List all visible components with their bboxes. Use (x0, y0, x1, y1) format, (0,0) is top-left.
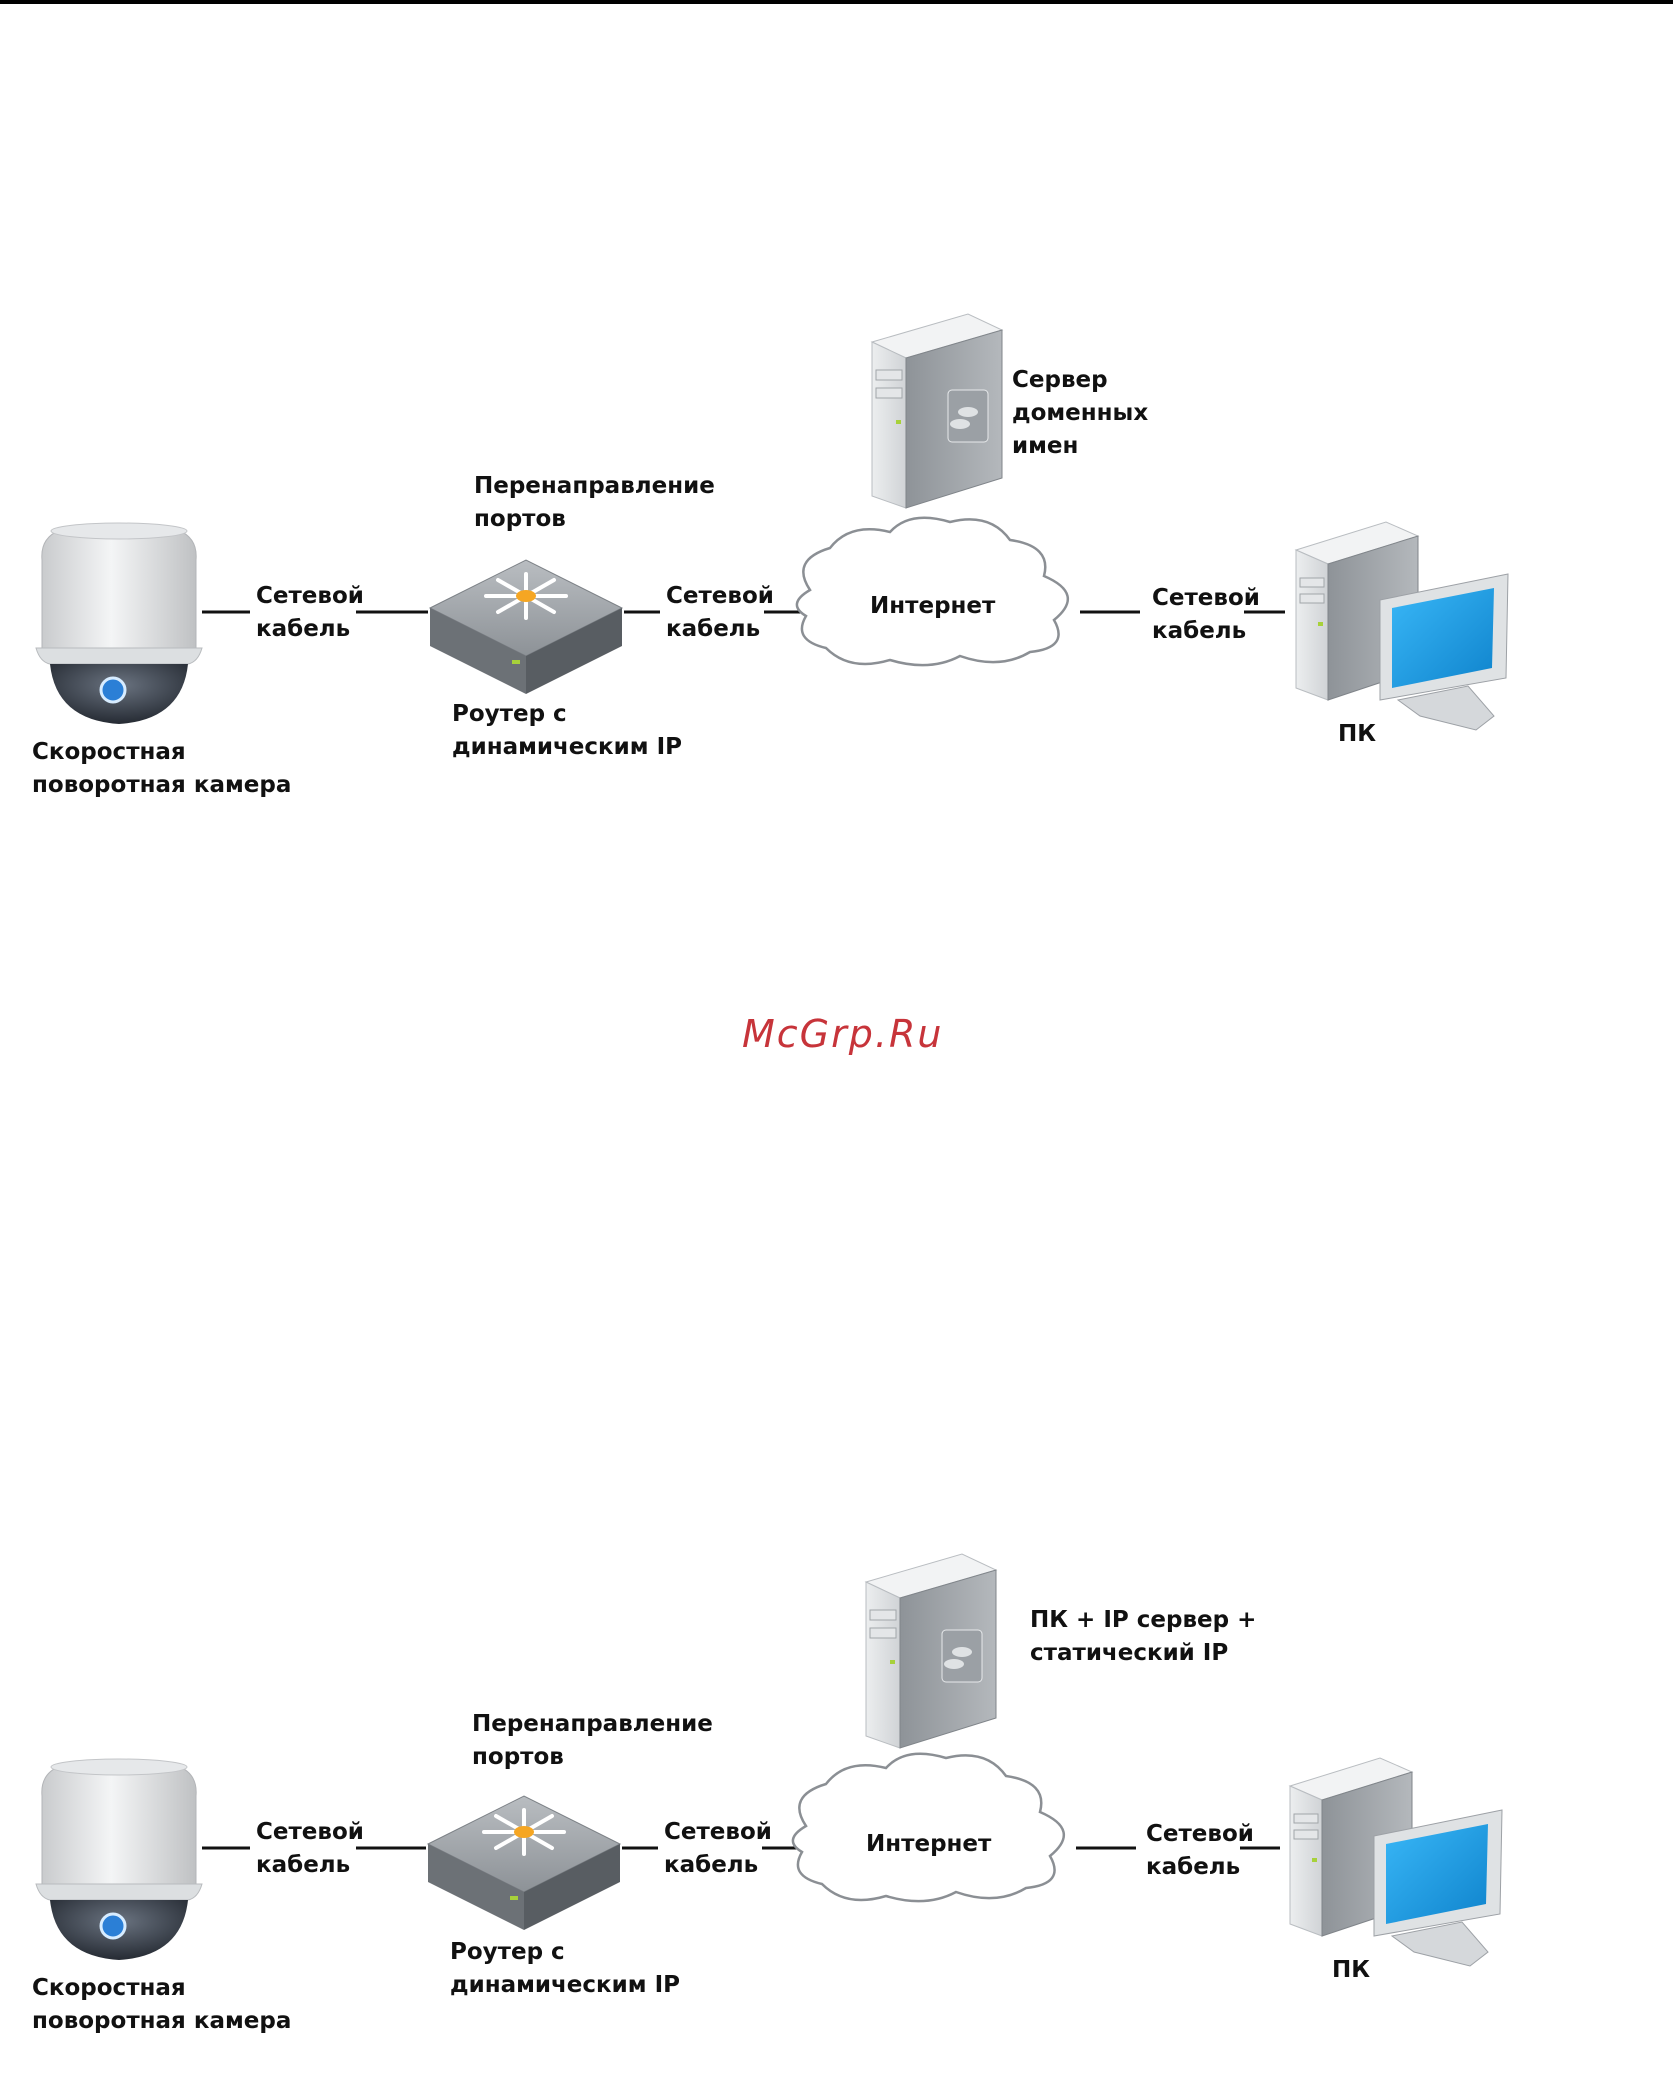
top-border (0, 0, 1673, 4)
router-label: Роутер с динамическим IP (450, 1936, 680, 2002)
ip-server-label-line-1: ПК + IP сервер + (1030, 1607, 1257, 1633)
dns-server-label: Сервер доменных имен (1012, 364, 1148, 463)
dns-server-label-line-3: имен (1012, 433, 1079, 459)
internet-cloud-icon (795, 516, 1070, 667)
cable-label-line-2: кабель (1152, 618, 1247, 644)
router-label-line-2: динамическим IP (450, 1972, 680, 1998)
pc-icon (1294, 521, 1509, 731)
router-label-line-2: динамическим IP (452, 734, 682, 760)
camera-label-line-2: поворотная камера (32, 772, 292, 798)
port-forwarding-line-1: Перенаправление (472, 1711, 713, 1737)
cable-label-2: Сетевой кабель (664, 1816, 772, 1882)
port-forwarding-label: Перенаправление портов (474, 470, 715, 536)
ptz-camera-icon (35, 1758, 203, 1960)
cable-label-3: Сетевой кабель (1152, 582, 1260, 648)
dns-server-icon (870, 313, 1004, 509)
router-label-line-1: Роутер с (452, 701, 567, 727)
cable-label-line-2: кабель (256, 1852, 351, 1878)
ptz-camera-icon (35, 522, 203, 724)
pc-label: ПК (1332, 1957, 1371, 1983)
cable-label-line-1: Сетевой (1146, 1821, 1254, 1847)
cable-label-line-2: кабель (666, 616, 761, 642)
internet-label: Интернет (866, 1831, 992, 1857)
camera-label: Скоростная поворотная камера (32, 736, 291, 802)
diagram-2 (35, 1553, 1503, 1967)
port-forwarding-label: Перенаправление портов (472, 1708, 713, 1774)
internet-label: Интернет (870, 593, 996, 619)
cable-label-line-1: Сетевой (256, 583, 364, 609)
pc-icon (1288, 1757, 1503, 1967)
ip-server-label: ПК + IP сервер + статический IP (1030, 1604, 1256, 1670)
pc-label: ПК (1338, 721, 1377, 747)
cable-label-2: Сетевой кабель (666, 580, 774, 646)
router-label-line-1: Роутер с (450, 1939, 565, 1965)
cable-label-line-2: кабель (256, 616, 351, 642)
cable-label-line-1: Сетевой (666, 583, 774, 609)
dns-server-label-line-1: Сервер (1012, 367, 1108, 393)
camera-label-line-1: Скоростная (32, 739, 186, 765)
camera-label-line-2: поворотная камера (32, 2008, 292, 2034)
cable-label-line-1: Сетевой (256, 1819, 364, 1845)
cable-label-1: Сетевой кабель (256, 1816, 364, 1882)
dns-server-label-line-2: доменных (1012, 400, 1149, 426)
internet-cloud-icon (791, 1752, 1066, 1903)
port-forwarding-line-1: Перенаправление (474, 473, 715, 499)
camera-label-line-1: Скоростная (32, 1975, 186, 2001)
camera-label: Скоростная поворотная камера (32, 1972, 291, 2038)
ip-server-icon (864, 1553, 998, 1749)
diagram-1 (35, 313, 1509, 731)
router-label: Роутер с динамическим IP (452, 698, 682, 764)
watermark-text: McGrp.Ru (742, 1012, 944, 1056)
port-forwarding-line-2: портов (472, 1744, 564, 1770)
router-icon (428, 559, 624, 694)
cable-label-line-1: Сетевой (1152, 585, 1260, 611)
cable-label-3: Сетевой кабель (1146, 1818, 1254, 1884)
ip-server-label-line-2: статический IP (1030, 1640, 1229, 1666)
router-icon (426, 1795, 622, 1930)
cable-label-line-2: кабель (1146, 1854, 1241, 1880)
cable-label-line-2: кабель (664, 1852, 759, 1878)
port-forwarding-line-2: портов (474, 506, 566, 532)
cable-label-line-1: Сетевой (664, 1819, 772, 1845)
cable-label-1: Сетевой кабель (256, 580, 364, 646)
